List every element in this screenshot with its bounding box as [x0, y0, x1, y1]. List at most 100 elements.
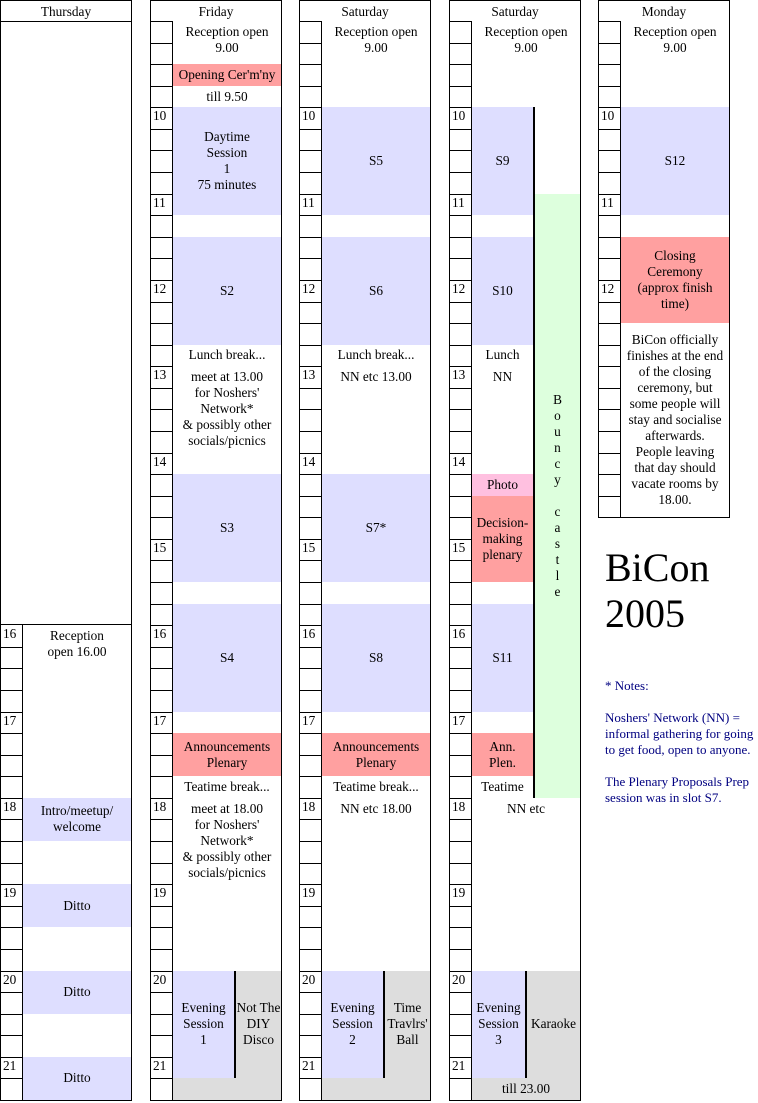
event-text-line: Session: [206, 145, 248, 161]
event-text-line: for Noshers': [194, 816, 260, 832]
vertical-letter: o: [554, 407, 561, 423]
event-intro-meetup: Intro/meetup/welcome: [22, 797, 131, 843]
time-slot-cell: [151, 819, 173, 843]
event-text-line: till 23.00: [501, 1081, 551, 1097]
time-slot-cell: 12: [599, 279, 621, 303]
time-slot-cell: 20: [1, 970, 23, 994]
time-slot-cell: [1, 668, 23, 691]
time-slot-cell: [450, 819, 472, 843]
time-slot-cell: [450, 215, 472, 238]
time-slot-cell: [1, 754, 23, 778]
event-text-line: Reception open: [185, 24, 269, 39]
event-text-line: Decision-: [476, 514, 529, 530]
time-slot-cell: [151, 927, 173, 950]
time-slot-cell: [300, 776, 322, 799]
time-slot-cell: [450, 776, 472, 799]
note-noshers-network: Noshers' Network (NN) = informal gatheri…: [605, 710, 754, 757]
time-slot-cell: [450, 733, 472, 756]
time-slot-cell: [300, 754, 322, 778]
time-slot-cell: [450, 668, 472, 691]
event-text-line: Teatime break...: [333, 779, 419, 795]
vertical-letter: y: [554, 471, 561, 487]
time-slot-cell: [151, 409, 173, 433]
time-slot-cell: [450, 495, 472, 519]
time-slot-cell: [599, 323, 621, 346]
time-slot-cell: [300, 646, 322, 670]
time-slot-cell: [300, 150, 322, 174]
event-till-2300: till 23.00: [471, 1078, 580, 1101]
time-slot-cell: [450, 754, 472, 778]
vertical-letter: c: [554, 455, 561, 471]
time-slot-cell: 14: [300, 452, 322, 476]
time-slot-cell: [300, 85, 322, 109]
day-header: Saturday: [300, 1, 430, 22]
event-s9: S9: [471, 107, 534, 217]
time-slot-cell: [1, 776, 23, 799]
time-slot-cell: [1, 689, 23, 713]
time-slot-cell: [300, 992, 322, 1015]
time-slot-cell: [300, 42, 322, 66]
empty-slot: [22, 927, 131, 972]
time-slot-cell: 11: [599, 193, 621, 217]
time-slot-cell: [450, 474, 472, 497]
time-slot-cell: 12: [300, 279, 322, 303]
event-teatime: Teatime: [471, 776, 534, 799]
event-text-line: Lunch: [485, 347, 520, 363]
time-slot-cell: [1, 905, 23, 929]
empty-slot: [172, 711, 281, 735]
time-slot-cell: [300, 258, 322, 281]
event-text-line: Evening: [476, 1000, 521, 1016]
time-slot-cell: [151, 862, 173, 886]
event-text-line: NN etc: [506, 800, 546, 816]
time-slot-cell: [300, 819, 322, 843]
event-text-line: BiCon officially: [631, 332, 719, 348]
event-text-line: some people will: [629, 396, 721, 412]
event-text-line: S7*: [365, 520, 387, 536]
time-slot-cell: [1, 992, 23, 1015]
empty-slot: [172, 215, 281, 238]
notes-panel: * Notes: Noshers' Network (NN) = informa…: [605, 678, 755, 822]
time-slot-cell: [599, 366, 621, 389]
time-slot-cell: 20: [450, 970, 472, 994]
time-slot-cell: [450, 927, 472, 950]
time-slot-cell: [300, 841, 322, 864]
event-text-line: for Noshers': [194, 385, 260, 401]
time-slot-cell: [599, 128, 621, 152]
time-slot-cell: [1, 1013, 23, 1037]
time-slot-cell: [450, 150, 472, 174]
event-text-line: 1: [200, 1032, 207, 1048]
event-text-line: meet at 13.00: [190, 369, 263, 385]
time-slot-cell: 15: [300, 538, 322, 562]
empty-slot: [22, 841, 131, 886]
time-slot-cell: [450, 517, 472, 540]
event-text-line: 75 minutes: [197, 177, 257, 193]
vertical-letter: c: [554, 503, 561, 519]
event-text-line: S2: [219, 282, 235, 298]
time-slot-cell: [1, 927, 23, 950]
event-text-line: S3: [219, 520, 235, 536]
event-text-line: S6: [368, 282, 384, 298]
time-slot-cell: [450, 1078, 472, 1101]
event-text-line: vacate rooms by: [631, 476, 719, 492]
event-late-social: [321, 1078, 430, 1101]
event-text-line: Disco: [242, 1032, 275, 1048]
event-karaoke: Karaoke: [526, 970, 580, 1080]
time-slot-cell: [450, 646, 472, 670]
time-slot-cell: [151, 42, 173, 66]
event-text-line: S11: [492, 649, 513, 665]
time-slot-cell: [450, 1013, 472, 1037]
event-text-line: S5: [368, 153, 384, 169]
event-nn: NN: [471, 366, 534, 476]
time-slot-cell: [151, 474, 173, 497]
vertical-letter: t: [555, 551, 560, 567]
event-text-line: Ditto: [63, 1070, 91, 1086]
event-text-line: Session: [478, 1016, 519, 1032]
event-text-line: meet at 18.00: [190, 800, 263, 816]
